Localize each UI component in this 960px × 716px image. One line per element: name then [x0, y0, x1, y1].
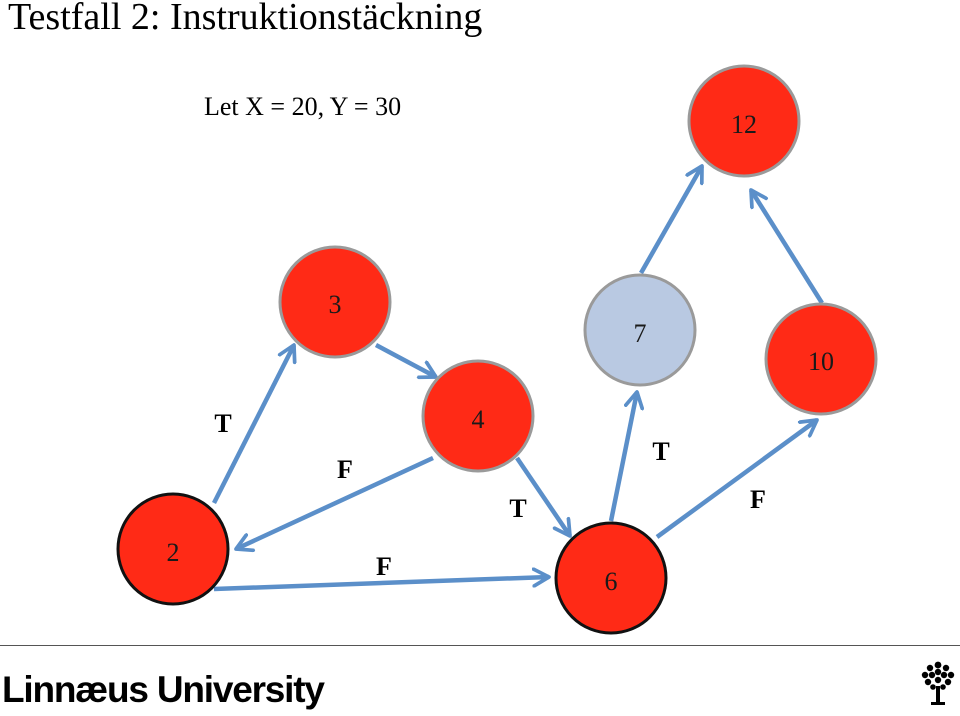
control-flow-graph: T F F T T F 2 3 4 6 7 10 12 [116, 64, 878, 635]
node-2: 2 [116, 492, 230, 606]
edge-label-2-to-3: T [214, 409, 231, 438]
node-label-10: 10 [808, 347, 834, 376]
edge-label-2-to-6: F [376, 552, 392, 581]
university-wordmark: Linnæus University [2, 669, 325, 710]
node-6: 6 [554, 521, 668, 635]
edge-label-6-to-10: F [750, 485, 766, 514]
edge-6-to-7 [608, 392, 637, 522]
edge-label-4-to-2: F [337, 455, 353, 484]
node-7: 7 [583, 273, 697, 387]
edge-label-6-to-7: T [652, 437, 669, 466]
node-label-4: 4 [472, 405, 485, 434]
edge-7-to-12 [639, 166, 704, 275]
node-label-7: 7 [634, 319, 647, 348]
edge-6-to-10 [655, 420, 817, 539]
node-12: 12 [687, 64, 801, 178]
edge-4-to-6 [515, 456, 572, 536]
edge-2-to-3 [211, 345, 294, 505]
footer-divider [0, 645, 960, 646]
node-10: 10 [764, 302, 878, 416]
node-label-12: 12 [731, 110, 757, 139]
edge-10-to-12 [749, 190, 824, 305]
tree-icon [921, 661, 955, 705]
edge-3-to-4 [374, 343, 436, 377]
edge-2-to-6 [213, 577, 549, 592]
node-label-6: 6 [605, 567, 618, 596]
node-label-2: 2 [167, 538, 180, 567]
node-label-3: 3 [329, 290, 342, 319]
node-4: 4 [421, 359, 535, 473]
slide-title: Testfall 2: Instruktionstäckning [8, 0, 483, 38]
test-input-values: Let X = 20, Y = 30 [204, 92, 402, 121]
edge-label-4-to-6: T [509, 494, 526, 523]
edge-4-to-2 [236, 455, 434, 549]
node-3: 3 [278, 245, 392, 359]
